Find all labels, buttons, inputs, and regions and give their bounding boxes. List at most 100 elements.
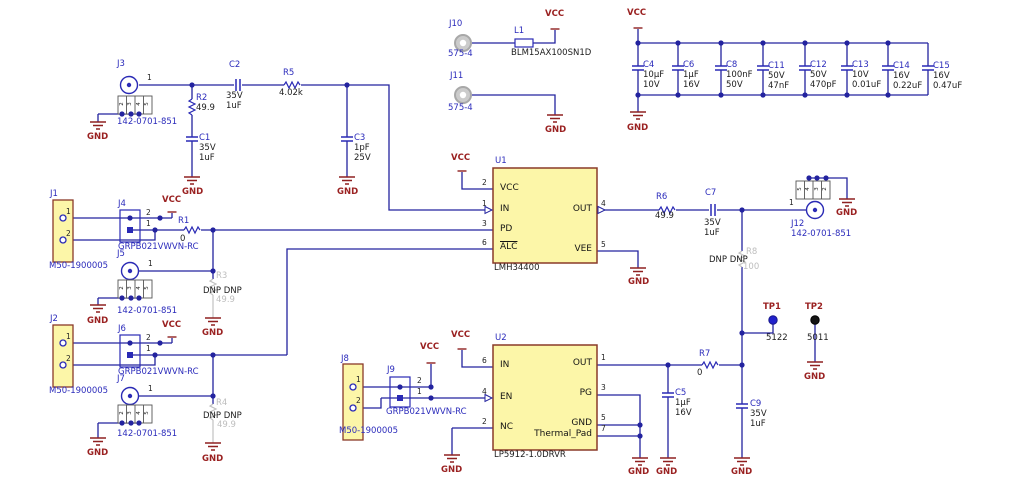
pin-number: 6 (482, 356, 487, 365)
capacitor-C9 (735, 403, 749, 409)
pin-number: 3 (601, 383, 606, 392)
value-C6: 16V (683, 80, 700, 90)
value-C2: 1uF (226, 101, 242, 111)
value-C15: 0.47uF (933, 81, 963, 91)
gnd-label: GND (202, 328, 224, 338)
ic-U1-body[interactable] (492, 167, 598, 264)
pin-name-out: OUT (572, 204, 592, 214)
refdes-L1: L1 (514, 26, 525, 36)
value-C3: 25V (354, 153, 371, 163)
pin-digit: 3 (127, 286, 133, 290)
gnd-symbol (338, 176, 356, 185)
refdes-J1: J1 (50, 189, 58, 199)
refdes-C3: C3 (354, 133, 366, 143)
refdes-C8: C8 (726, 60, 738, 70)
value-C4: 10V (643, 80, 660, 90)
gnd-label: GND (87, 448, 109, 458)
testpoint-TP1[interactable] (768, 315, 778, 325)
hole-J11[interactable] (454, 86, 472, 104)
gnd-label: GND (182, 187, 204, 197)
value-R3-dnp: 49.9 (216, 295, 235, 305)
value-C13: 0.01uF (852, 80, 882, 90)
pin-digit: 3 (127, 411, 133, 415)
pin-J8-1[interactable] (349, 383, 357, 391)
value-C4: 10µF (643, 70, 665, 80)
refdes-J7: J7 (117, 374, 125, 384)
value-C9: 35V (750, 409, 767, 419)
header-J6-body[interactable] (119, 334, 141, 368)
pin-number: 4 (601, 199, 606, 208)
gnd-symbol (183, 176, 201, 185)
refdes-C11: C11 (768, 61, 785, 71)
coax-J12[interactable] (805, 200, 825, 220)
vcc-label: VCC (627, 8, 647, 18)
gnd-label: GND (628, 277, 650, 287)
pin-number: 1 (601, 353, 606, 362)
capacitor-C2 (235, 78, 241, 92)
gnd-symbol (806, 361, 824, 370)
resistor-R7 (701, 361, 719, 369)
refdes-U1: U1 (495, 156, 507, 166)
vcc-label: VCC (162, 320, 182, 330)
gnd-symbol (89, 304, 107, 313)
gnd-symbol (838, 198, 856, 207)
dnp-note: DNP DNP (203, 286, 242, 296)
gnd-label: GND (731, 467, 753, 477)
pin-number: 1 (66, 207, 71, 216)
vcc-label: VCC (420, 342, 440, 352)
dnp-note: DNP DNP (709, 255, 748, 265)
value-C14: 16V (893, 71, 910, 81)
value-R4-dnp: 49.9 (217, 420, 236, 430)
pin-number: 1 (789, 198, 794, 207)
header-J4-body[interactable] (119, 209, 141, 243)
gnd-label: GND (627, 123, 649, 133)
part-J10: 575-4 (448, 49, 473, 59)
value-C13: 10V (852, 70, 869, 80)
gnd-symbol (546, 114, 564, 123)
coax-J5[interactable] (120, 261, 140, 281)
dnp-note: DNP DNP (203, 411, 242, 421)
part-J5: 142-0701-851 (117, 306, 178, 316)
pin-number: 1 (148, 384, 153, 393)
gnd-label: GND (87, 316, 109, 326)
gnd-label: GND (804, 372, 826, 382)
testpoint-TP2[interactable] (810, 315, 820, 325)
pin-number: 4 (482, 387, 487, 396)
refdes-R4-dnp: R4 (216, 398, 228, 408)
gnd-label: GND (337, 187, 359, 197)
connector-J2-body[interactable] (52, 324, 74, 388)
pin-number: 2 (356, 396, 361, 405)
square-pin (397, 395, 403, 401)
part-U1: LMH34400 (494, 263, 540, 273)
pin-digit: 4 (136, 411, 142, 415)
gnd-label: GND (441, 465, 463, 475)
refdes-R2: R2 (196, 93, 208, 103)
connector-J8-body[interactable] (342, 363, 364, 441)
connector-J1-body[interactable] (52, 199, 74, 263)
gnd-label: GND (656, 467, 678, 477)
vcc-label: VCC (451, 330, 471, 340)
gnd-label: GND (87, 132, 109, 142)
pin-digit: 5 (144, 102, 150, 106)
refdes-C5: C5 (675, 388, 687, 398)
coax-J7[interactable] (120, 386, 140, 406)
gnd-symbol (443, 454, 461, 463)
vcc-label: VCC (162, 195, 182, 205)
pin-J8-2[interactable] (349, 404, 357, 412)
value-R5: 4.02k (279, 88, 303, 98)
gnd-label: GND (628, 467, 650, 477)
pin-digit: 3 (814, 187, 820, 191)
value-TP1: 5122 (766, 333, 788, 343)
pin-name-vee: VEE (574, 244, 592, 254)
value-C11: 47nF (768, 81, 790, 91)
pin-name-in: IN (500, 360, 510, 370)
pin-digit: 2 (822, 187, 828, 191)
ic-U2-body[interactable] (492, 344, 598, 451)
refdes-J9: J9 (387, 365, 395, 375)
refdes-C12: C12 (810, 60, 827, 70)
pin-number: 7 (601, 424, 606, 433)
coax-J3[interactable] (119, 75, 139, 95)
header-J9-body[interactable] (389, 376, 411, 408)
pin-number: 1 (482, 199, 487, 208)
refdes-C15: C15 (933, 61, 950, 71)
